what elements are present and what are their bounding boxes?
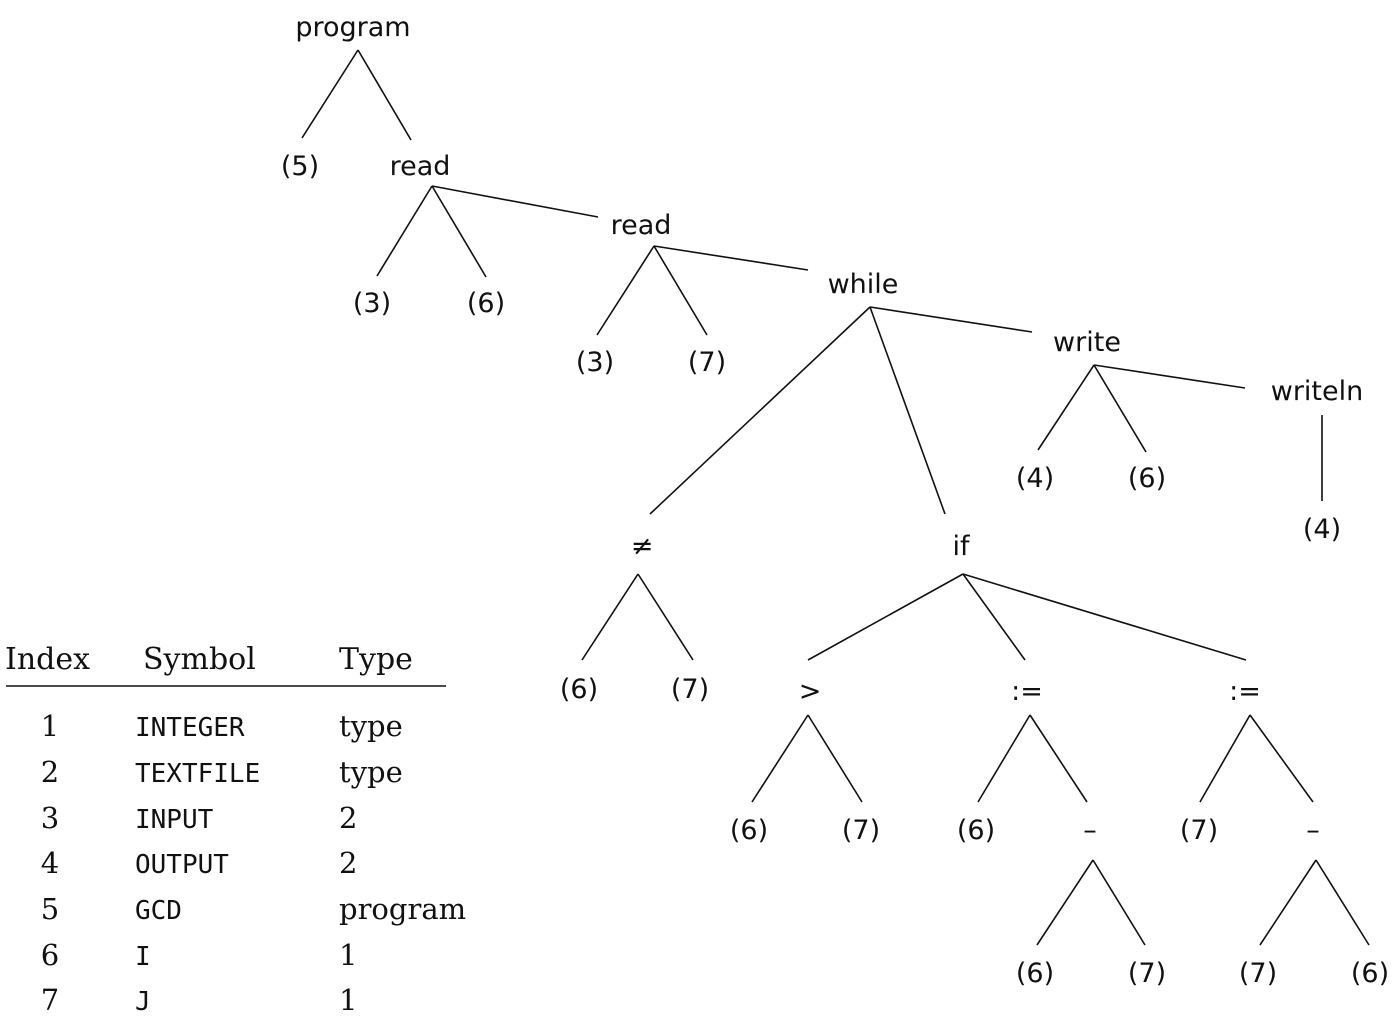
cell-index: 1 bbox=[41, 709, 59, 743]
edge bbox=[1315, 859, 1370, 946]
node-greater-than: > bbox=[799, 676, 822, 707]
edge bbox=[637, 573, 694, 661]
edge bbox=[807, 714, 863, 803]
cell-type: program bbox=[339, 892, 466, 926]
cell-index: 6 bbox=[41, 938, 59, 972]
node-ref: (7) bbox=[1180, 815, 1218, 846]
table-row: 4 OUTPUT 2 bbox=[41, 846, 358, 880]
edge bbox=[653, 245, 809, 271]
edge bbox=[1199, 714, 1251, 803]
cell-symbol: TEXTFILE bbox=[135, 759, 260, 789]
edge bbox=[301, 49, 359, 139]
edge bbox=[1259, 859, 1317, 946]
node-ref: (6) bbox=[467, 288, 505, 319]
edge bbox=[869, 306, 1033, 333]
node-not-equal: ≠ bbox=[631, 531, 654, 562]
table-row: 7 J 1 bbox=[41, 983, 358, 1017]
cell-type: 2 bbox=[339, 801, 357, 835]
edge bbox=[807, 573, 964, 661]
cell-type: 1 bbox=[339, 983, 357, 1017]
edge bbox=[1037, 364, 1095, 451]
edge bbox=[1093, 364, 1246, 389]
node-minus: – bbox=[1083, 815, 1097, 846]
node-ref: (6) bbox=[1128, 463, 1166, 494]
cell-index: 5 bbox=[41, 892, 59, 926]
header-type: Type bbox=[339, 642, 413, 677]
table-row: 3 INPUT 2 bbox=[41, 801, 358, 835]
node-ref: (4) bbox=[1016, 463, 1054, 494]
cell-symbol: OUTPUT bbox=[135, 850, 229, 880]
cell-index: 4 bbox=[41, 846, 59, 880]
node-ref: (7) bbox=[671, 674, 709, 705]
cell-symbol: INPUT bbox=[135, 805, 214, 835]
tree-edges bbox=[301, 49, 1370, 946]
symbol-table: Index Symbol Type 1 INTEGER type 2 TEXTFILE t… bbox=[5, 642, 466, 1017]
node-ref: (6) bbox=[1016, 958, 1054, 989]
table-rows: 1 INTEGER type 2 TEXTFILE type 3 INPUT 2 4 OUTPUT 2… bbox=[41, 709, 466, 1017]
node-ref: (3) bbox=[353, 288, 391, 319]
table-row: 1 INTEGER type bbox=[41, 709, 403, 743]
node-minus: – bbox=[1306, 815, 1320, 846]
table-row: 6 I 1 bbox=[41, 938, 358, 972]
node-writeln: writeln bbox=[1271, 376, 1364, 407]
node-assign: := bbox=[1229, 676, 1261, 707]
edge bbox=[653, 245, 708, 336]
node-program: program bbox=[295, 12, 410, 43]
edge bbox=[431, 185, 599, 218]
node-ref: (7) bbox=[1239, 958, 1277, 989]
header-symbol: Symbol bbox=[143, 642, 256, 677]
edge bbox=[649, 306, 871, 515]
node-ref: (6) bbox=[1351, 958, 1389, 989]
cell-symbol: INTEGER bbox=[135, 713, 245, 743]
table-row: 2 TEXTFILE type bbox=[41, 755, 403, 789]
edge bbox=[962, 573, 1247, 661]
node-write: write bbox=[1053, 327, 1121, 358]
cell-type: 1 bbox=[339, 938, 357, 972]
edge bbox=[977, 714, 1031, 803]
node-ref: (7) bbox=[842, 815, 880, 846]
node-if: if bbox=[952, 531, 971, 562]
edge bbox=[357, 49, 412, 141]
node-ref: (6) bbox=[957, 815, 995, 846]
edge bbox=[1036, 859, 1094, 946]
node-read: read bbox=[611, 210, 672, 241]
edge bbox=[1092, 859, 1146, 946]
header-index: Index bbox=[5, 642, 90, 677]
edge bbox=[596, 245, 655, 336]
cell-type: type bbox=[339, 709, 403, 743]
cell-type: type bbox=[339, 755, 403, 789]
table-row: 5 GCD program bbox=[41, 892, 466, 926]
tree-nodes: program (5) read (3) (6) read (3) (7) wh… bbox=[281, 12, 1389, 989]
edge bbox=[1249, 714, 1314, 803]
node-ref: (4) bbox=[1303, 514, 1341, 545]
node-ref: (6) bbox=[730, 815, 768, 846]
node-while: while bbox=[828, 269, 899, 300]
node-ref: (7) bbox=[688, 347, 726, 378]
cell-symbol: J bbox=[135, 987, 151, 1017]
cell-symbol: I bbox=[135, 942, 151, 972]
edge bbox=[581, 573, 639, 661]
node-ref: (5) bbox=[281, 151, 319, 182]
node-ref: (7) bbox=[1128, 958, 1166, 989]
node-assign: := bbox=[1011, 676, 1043, 707]
cell-index: 7 bbox=[41, 983, 59, 1017]
edge bbox=[376, 185, 433, 277]
edge bbox=[869, 306, 946, 515]
cell-symbol: GCD bbox=[135, 896, 182, 926]
node-read: read bbox=[390, 151, 451, 182]
node-ref: (3) bbox=[576, 347, 614, 378]
cell-type: 2 bbox=[339, 846, 357, 880]
edge bbox=[751, 714, 809, 803]
node-ref: (6) bbox=[560, 674, 598, 705]
cell-index: 3 bbox=[41, 801, 59, 835]
edge bbox=[431, 185, 487, 278]
edge bbox=[962, 573, 1026, 661]
edge bbox=[1093, 364, 1147, 453]
edge bbox=[1029, 714, 1088, 803]
cell-index: 2 bbox=[41, 755, 59, 789]
